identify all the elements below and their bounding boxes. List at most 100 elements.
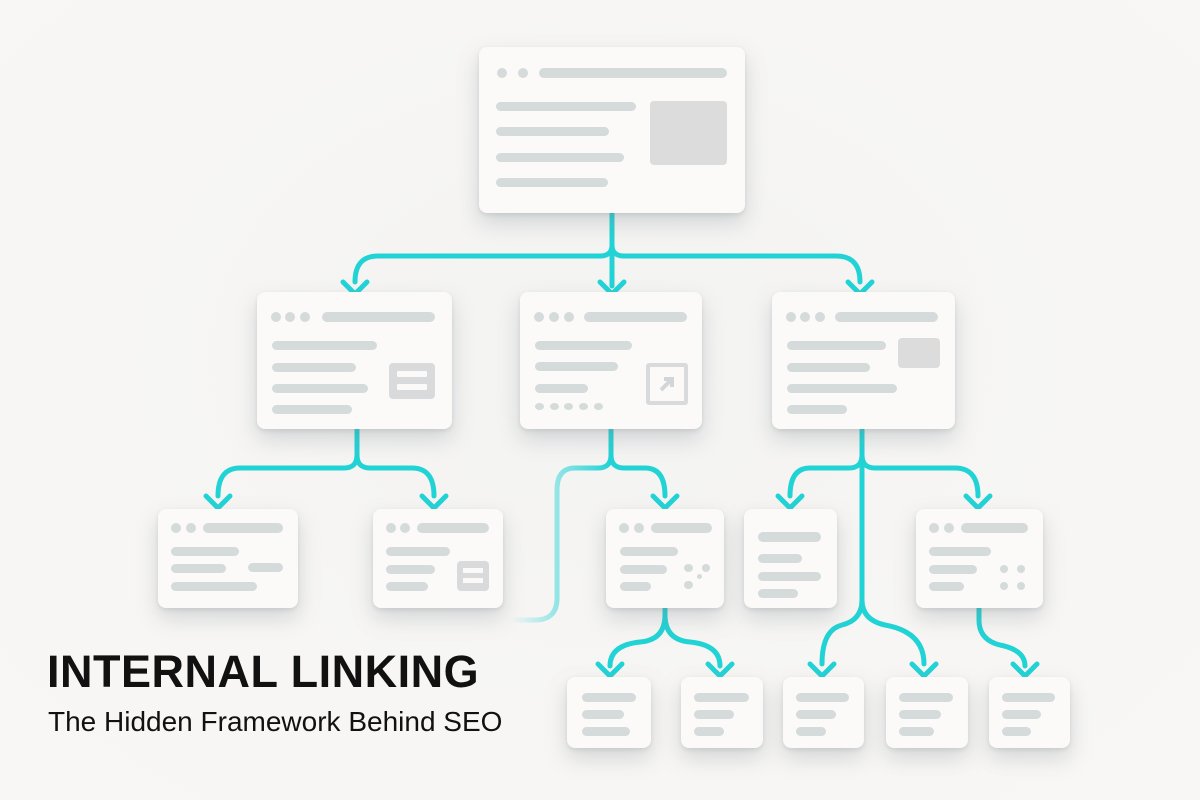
text-line [1002, 727, 1031, 736]
text-line [787, 363, 870, 372]
window-dot [518, 68, 528, 78]
text-line [272, 341, 377, 350]
window-dot [285, 312, 295, 322]
text-line [1002, 693, 1055, 702]
text-line [496, 153, 624, 162]
list-icon [457, 561, 489, 591]
category-c-card [772, 292, 955, 429]
text-line [758, 572, 821, 581]
sub-b1-1-card [567, 677, 651, 748]
grid-dot [1017, 565, 1025, 573]
text-line [694, 727, 724, 736]
pagination-dot [579, 403, 588, 410]
grid-dot [1017, 582, 1025, 590]
image-placeholder [650, 101, 727, 165]
window-dot [300, 312, 310, 322]
text-line [272, 384, 368, 393]
root-page-card [479, 47, 745, 213]
window-dot [497, 68, 507, 78]
text-line [535, 362, 618, 371]
text-line [582, 693, 636, 702]
text-line [929, 565, 977, 574]
text-line [620, 582, 651, 591]
list-icon [389, 363, 435, 399]
text-line [694, 710, 734, 719]
text-line [758, 554, 802, 563]
text-line [899, 710, 941, 719]
image-placeholder [898, 338, 940, 368]
page-a1-card [158, 509, 298, 608]
text-line [171, 547, 239, 556]
text-line [386, 547, 450, 556]
text-line [620, 547, 678, 556]
pagination-dot [564, 403, 573, 410]
text-line [248, 563, 283, 572]
title-bar-placeholder [322, 312, 435, 322]
window-dot [619, 523, 629, 533]
grid-dot [1000, 565, 1008, 573]
title-bar-placeholder [584, 312, 687, 322]
text-line [582, 710, 624, 719]
title-bar-placeholder [961, 523, 1028, 533]
text-line [929, 582, 964, 591]
scatter-dot [702, 564, 710, 572]
window-dot [271, 312, 281, 322]
window-dot [800, 312, 810, 322]
text-line [1002, 710, 1041, 719]
window-dot [786, 312, 796, 322]
scatter-dot [697, 574, 702, 579]
page-c2-card [916, 509, 1043, 608]
title-bar-placeholder [203, 523, 283, 533]
window-dot [634, 523, 644, 533]
title-bar-placeholder [651, 523, 712, 533]
scatter-dot [684, 581, 693, 589]
sub-b1-2-card [681, 677, 763, 748]
text-line [171, 582, 257, 591]
external-link-icon [646, 363, 688, 405]
text-line [796, 710, 836, 719]
pagination-dot [550, 403, 559, 410]
window-dot [944, 523, 954, 533]
pagination-dot [594, 403, 603, 410]
text-line [787, 405, 847, 414]
sub-c-1-card [783, 677, 864, 748]
text-line [171, 564, 226, 573]
text-line [694, 693, 749, 702]
text-line [787, 384, 897, 393]
window-dot [929, 523, 939, 533]
category-b-card [520, 292, 702, 429]
headline: INTERNAL LINKING [47, 646, 480, 697]
title-bar-placeholder [417, 523, 489, 533]
window-dot [815, 312, 825, 322]
window-dot [549, 312, 559, 322]
text-line [535, 384, 588, 393]
pagination-dot [535, 403, 544, 410]
grid-dot [1000, 582, 1008, 590]
text-line [787, 341, 886, 350]
window-dot [186, 523, 196, 533]
text-line [535, 341, 632, 350]
text-line [796, 727, 826, 736]
category-a-card [257, 292, 452, 429]
text-line [758, 532, 821, 542]
text-line [496, 102, 636, 111]
text-line [796, 693, 849, 702]
window-dot [564, 312, 574, 322]
sub-c2-1-card [989, 677, 1070, 748]
page-b1-card [606, 509, 724, 608]
page-c1-card [744, 509, 837, 608]
scatter-dot [684, 564, 693, 572]
window-dot [171, 523, 181, 533]
title-bar-placeholder [539, 68, 727, 78]
text-line [758, 589, 798, 598]
text-line [272, 405, 352, 414]
title-bar-placeholder [835, 312, 938, 322]
subheadline: The Hidden Framework Behind SEO [48, 706, 503, 737]
page-a2-card [373, 509, 503, 608]
window-dot [386, 523, 396, 533]
text-line [929, 547, 991, 556]
text-line [620, 565, 667, 574]
sub-c-2-card [886, 677, 968, 748]
text-line [496, 127, 609, 136]
